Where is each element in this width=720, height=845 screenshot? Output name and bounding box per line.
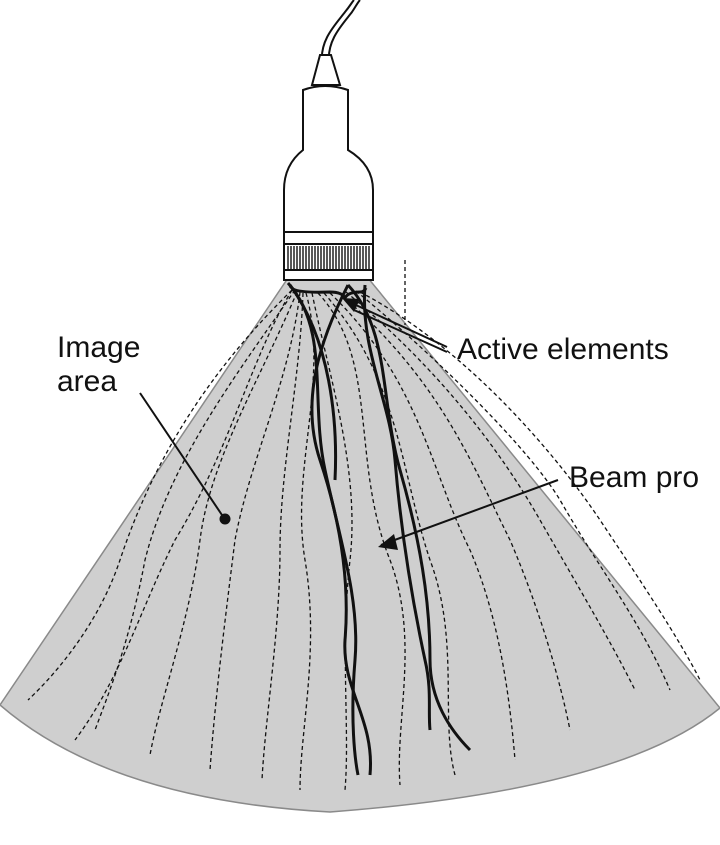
image-area-label: Image area	[57, 331, 140, 399]
beam-profile-label: Beam pro	[569, 461, 700, 494]
dashed-scan-lines	[27, 260, 701, 791]
ultrasound-transducer-icon	[283, 0, 374, 281]
leader-lines	[139, 299, 559, 546]
image-area-leader	[139, 392, 225, 519]
image-area-label-line1: Image	[57, 331, 141, 364]
solid-beam-profile-lines	[286, 282, 472, 776]
image-area-sector	[0, 277, 720, 813]
beam-profile-leader	[380, 479, 559, 546]
active-elements-arrowhead	[342, 298, 360, 312]
image-area-label-line2: area	[57, 365, 118, 398]
active-elements-label: Active elements	[457, 333, 669, 366]
beam-profile-arrowhead	[378, 534, 398, 550]
image-area-dot	[219, 513, 231, 525]
active-elements-leader	[344, 299, 448, 348]
active-elements-brace	[288, 284, 368, 302]
